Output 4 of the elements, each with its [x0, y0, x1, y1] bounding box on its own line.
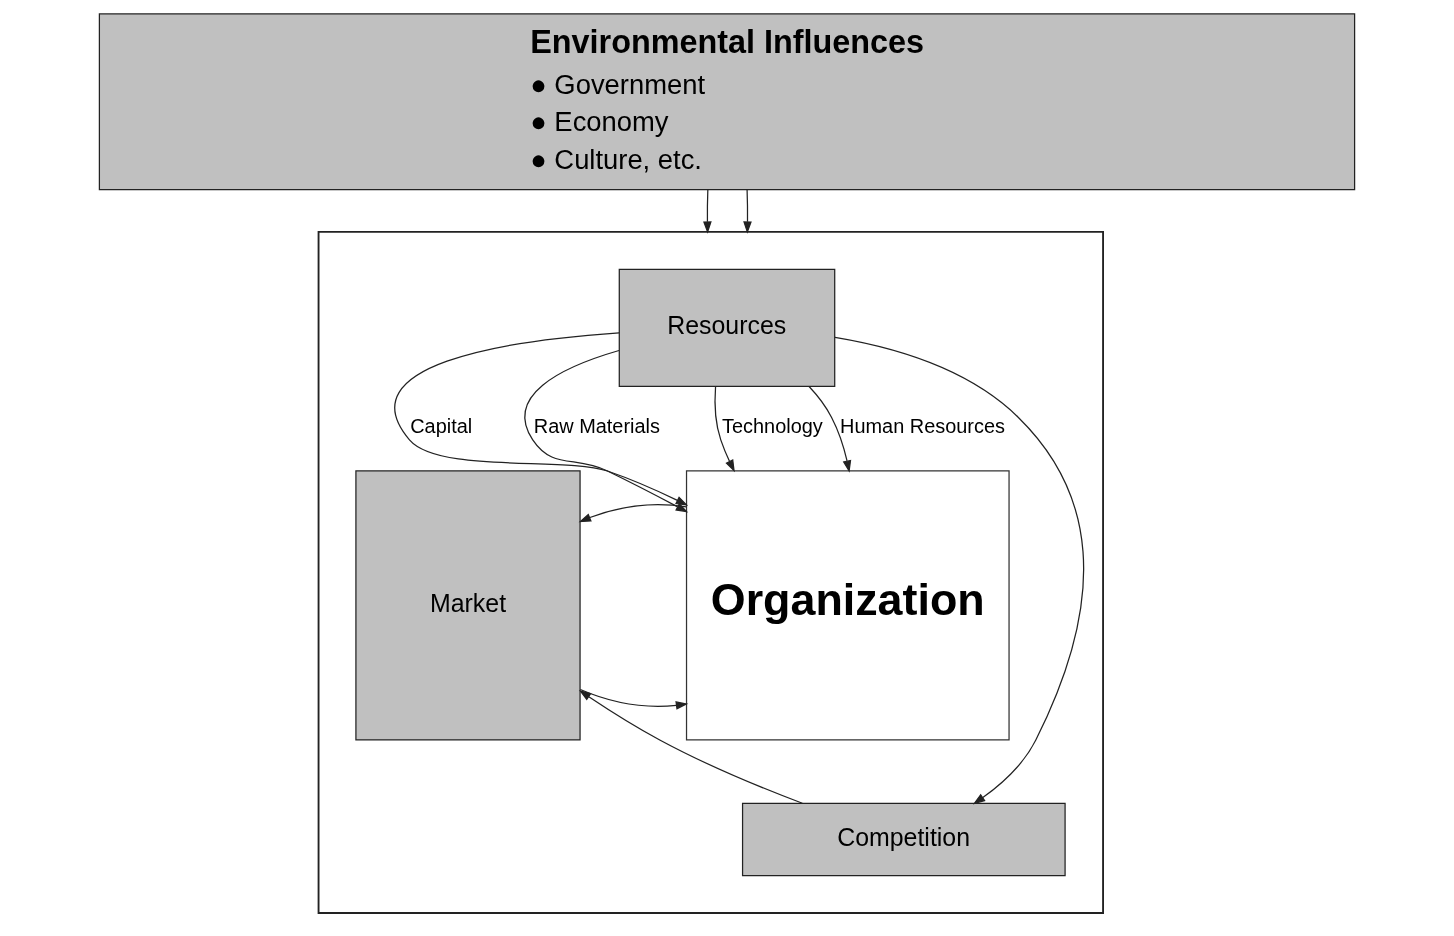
edge-label: Technology [722, 414, 823, 437]
edge-label: Capital [410, 414, 473, 437]
edge-label: Human Resources [840, 414, 1005, 437]
edge-label: Raw Materials [533, 414, 660, 437]
